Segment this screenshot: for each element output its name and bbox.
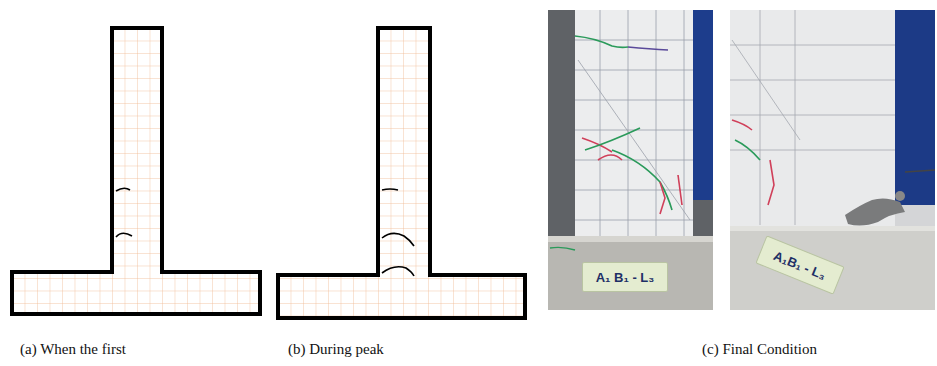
specimen-photo <box>548 10 713 310</box>
specimen-tag: A₁ B₁ - L₃ <box>582 262 668 292</box>
subfigure-caption: (c) Final Condition <box>700 340 819 358</box>
t-specimen-sketch <box>12 28 260 314</box>
specimen-photo <box>730 10 935 310</box>
specimen-label: A₁ B₁ - L₃ <box>596 270 655 285</box>
subfigure-caption: (b) During peak <box>286 340 386 358</box>
subfigure-caption: (a) When the first <box>18 340 128 358</box>
t-specimen-sketch <box>278 28 525 318</box>
